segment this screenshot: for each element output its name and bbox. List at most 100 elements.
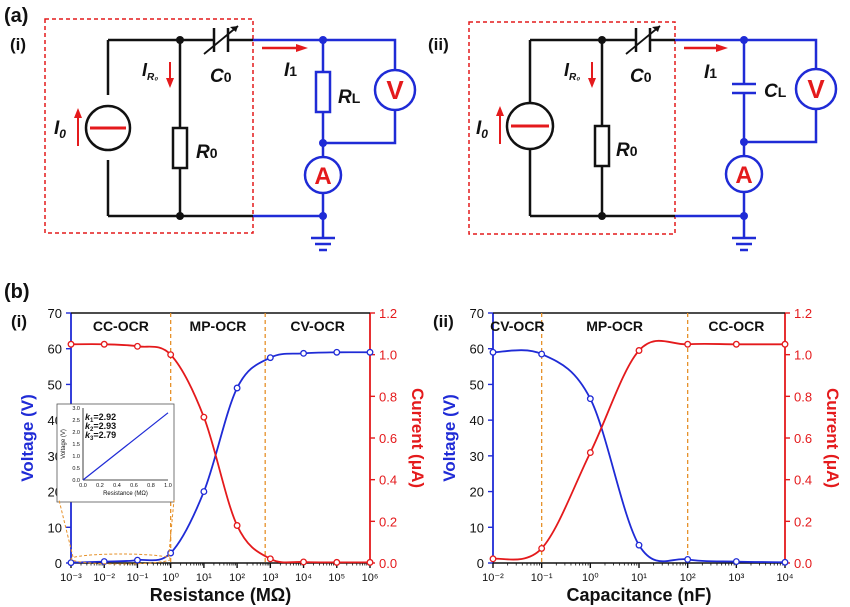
- inset-x-tick-label: 0.4: [113, 483, 121, 489]
- x-tick-label: 10⁻³: [60, 572, 82, 584]
- red-series-line: [492, 339, 785, 561]
- cl-label: CL: [764, 81, 787, 102]
- inset-annotation: k2=2.93: [85, 421, 116, 433]
- x-tick-label: 10²: [680, 572, 696, 584]
- left-tick-label: 60: [48, 342, 62, 357]
- blue-data-point: [732, 558, 740, 566]
- inset-y-tick-label: 0.0: [72, 478, 80, 484]
- blue-data-point: [300, 349, 308, 357]
- right-tick-label: 0.6: [794, 431, 812, 446]
- inset-y-tick-label: 1.0: [72, 454, 80, 460]
- i0-label: I0: [54, 118, 66, 141]
- right-tick-label: 0.0: [379, 556, 397, 571]
- red-data-point: [586, 449, 594, 457]
- inset-fit-line: [82, 412, 169, 481]
- red-data-point: [635, 347, 643, 354]
- circuit-i: (i) I0 IR₀ R0 C0: [10, 18, 417, 252]
- c0-capacitor: [203, 25, 239, 55]
- right-tick-label: 1.0: [379, 348, 397, 363]
- left-tick-label: 40: [470, 413, 484, 428]
- blue-data-point: [586, 395, 594, 403]
- right-tick-label: 1.2: [379, 306, 397, 321]
- i0-label-ii: I0: [476, 118, 488, 141]
- inset-callout: [168, 499, 175, 558]
- x-tick-label: 10⁻²: [93, 572, 115, 584]
- region-label: CV-OCR: [290, 318, 344, 334]
- x-tick-label: 10⁰: [162, 572, 179, 584]
- red-data-point: [133, 342, 141, 350]
- red-series-line: [70, 343, 370, 564]
- blue-data-point: [635, 541, 643, 549]
- y-left-title: Voltage (V): [440, 394, 459, 482]
- inset-y-tick-label: 2.0: [72, 430, 80, 436]
- red-data-point: [200, 413, 208, 421]
- region-label: MP-OCR: [190, 318, 247, 334]
- blue-data-point: [233, 384, 241, 392]
- x-tick-label: 10⁻¹: [531, 572, 553, 584]
- source-box: [44, 18, 254, 234]
- right-tick-label: 0.8: [379, 389, 397, 404]
- left-tick-label: 50: [470, 377, 484, 392]
- blue-data-point: [333, 348, 341, 356]
- rl-resistor: [314, 70, 332, 114]
- voltmeter-i-label: V: [386, 75, 404, 105]
- red-data-point: [489, 555, 497, 563]
- r0-label-ii: R0: [616, 140, 638, 161]
- ir0-label: IR₀: [142, 60, 158, 83]
- c0-label: C0: [210, 66, 232, 87]
- x-tick-label: 10⁻¹: [127, 572, 149, 584]
- blue-data-point: [538, 350, 546, 358]
- voltmeter-ii: [794, 67, 838, 111]
- x-tick-label: 10⁴: [295, 572, 312, 584]
- c0-label-ii: C0: [630, 66, 652, 87]
- red-data-point: [300, 558, 308, 566]
- blue-data-point: [366, 348, 374, 356]
- right-tick-label: 0.8: [794, 389, 812, 404]
- inset-x-tick-label: 0.2: [96, 483, 104, 489]
- ammeter-ii-label: A: [735, 162, 752, 189]
- inset-x-title: Resistance (MΩ): [103, 491, 148, 497]
- red-data-point: [167, 351, 175, 359]
- inset-y-tick-label: 1.5: [72, 442, 80, 448]
- right-tick-label: 0.2: [794, 514, 812, 529]
- blue-data-point: [133, 556, 141, 564]
- region-label: CC-OCR: [93, 318, 149, 334]
- inset-x-tick-label: 0.6: [130, 483, 138, 489]
- y-right-title: Current (μA): [408, 388, 427, 488]
- y-right-title: Current (μA): [823, 388, 842, 488]
- region-label: CV-OCR: [490, 318, 544, 334]
- x-tick-label: 10³: [728, 572, 744, 584]
- left-tick-label: 10: [48, 520, 62, 535]
- x-tick-label: 10³: [262, 572, 278, 584]
- inset-annotation: k1=2.92: [85, 412, 116, 424]
- chart-panel-label: (ii): [433, 312, 454, 331]
- ammeter-ii: [724, 154, 764, 194]
- inset-frame: [56, 403, 175, 503]
- y-left-title: Voltage (V): [18, 394, 37, 482]
- right-tick-label: 0.4: [379, 473, 397, 488]
- circuit-ii: (ii) I0 IR₀ R0 C0: [428, 21, 838, 252]
- panel-b-label: (b): [4, 281, 30, 303]
- left-tick-label: 0: [55, 556, 62, 571]
- right-tick-label: 0.2: [379, 514, 397, 529]
- red-data-point: [732, 340, 740, 348]
- red-data-point: [233, 522, 241, 529]
- r0-label: R0: [196, 142, 218, 163]
- red-data-point: [538, 544, 546, 552]
- x-axis-title: Capacitance (nF): [566, 585, 711, 605]
- inset-y-tick-label: 3.0: [72, 406, 80, 412]
- right-tick-label: 1.2: [794, 306, 812, 321]
- right-tick-label: 1.0: [794, 348, 812, 363]
- r0-resistor: [171, 126, 189, 170]
- x-tick-label: 10¹: [196, 572, 212, 584]
- blue-series-line: [70, 351, 371, 564]
- red-data-point: [781, 340, 789, 348]
- left-tick-label: 60: [470, 342, 484, 357]
- i1-label-ii: I1: [704, 62, 717, 83]
- inset-y-tick-label: 0.5: [72, 466, 80, 472]
- blue-data-point: [67, 559, 75, 567]
- x-tick-label: 10²: [229, 572, 245, 584]
- right-tick-label: 0.0: [794, 556, 812, 571]
